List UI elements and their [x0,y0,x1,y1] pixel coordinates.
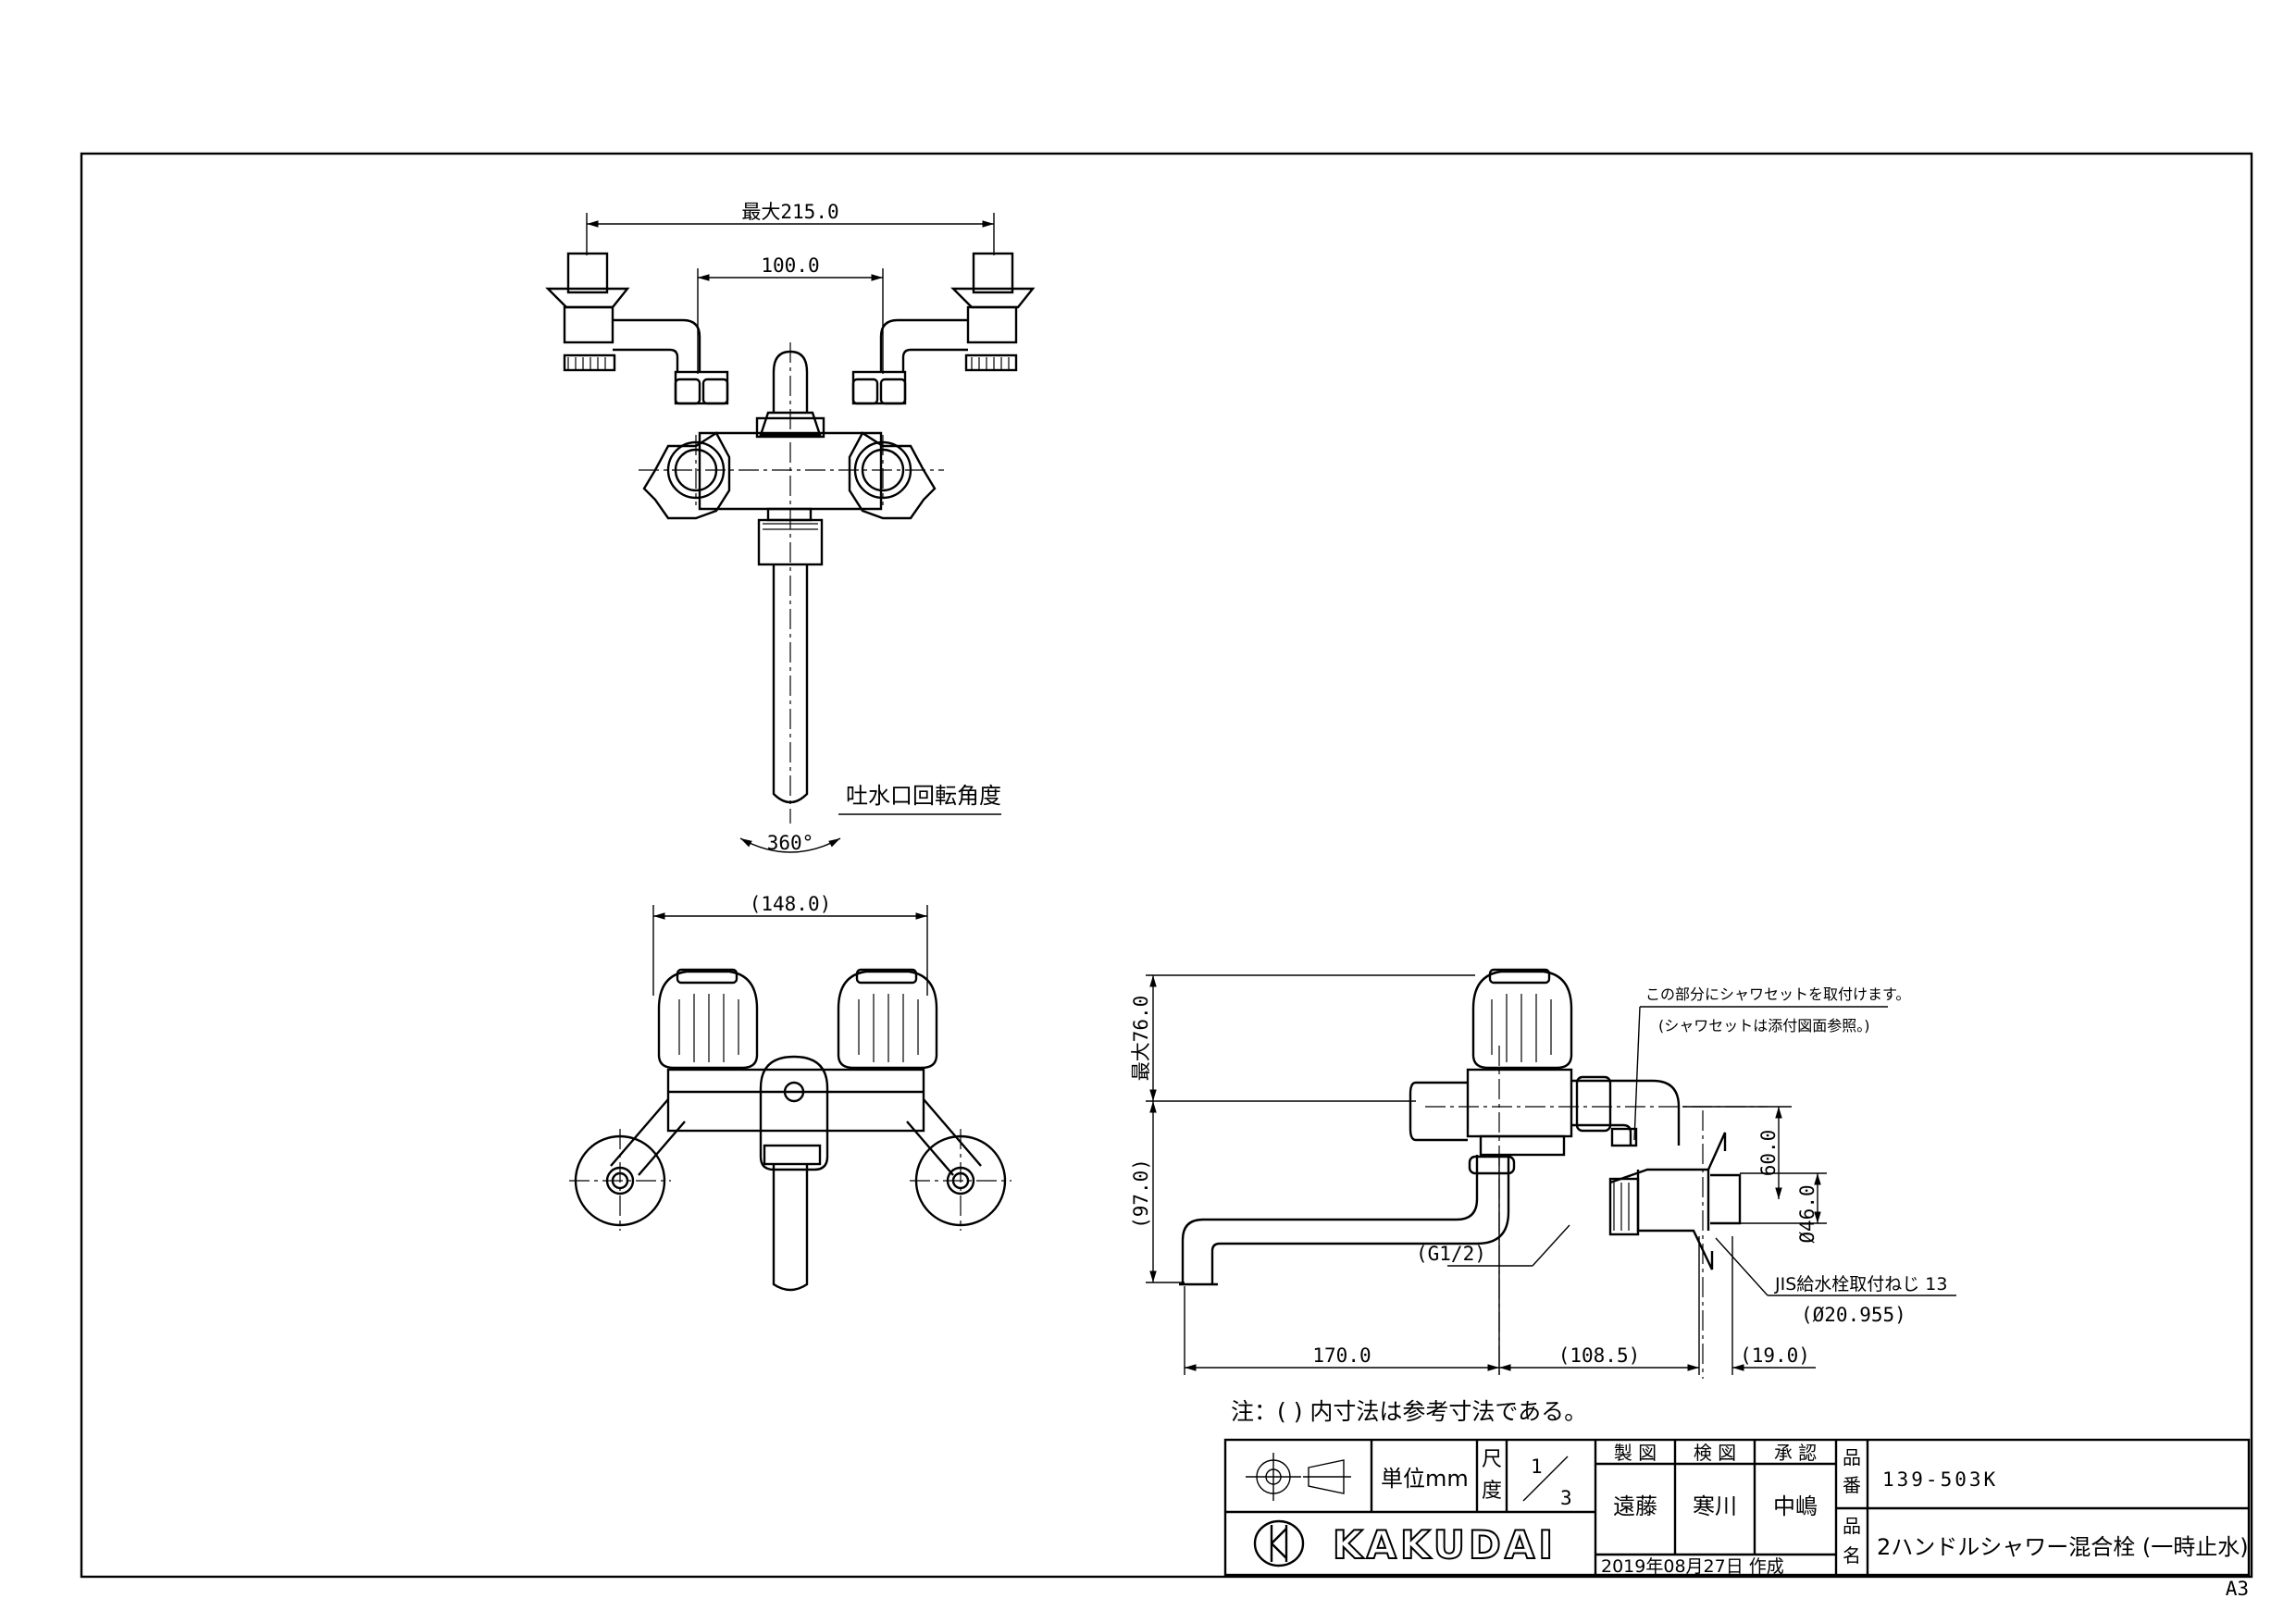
thread-label: (G1/2) [1416,1243,1486,1265]
approved-label: 承 認 [1774,1442,1817,1464]
scale-label-1: 尺 [1482,1448,1502,1471]
sheet-frame [80,152,2253,1579]
side-inlet-diameter-label: Ø46.0 [1796,1184,1818,1243]
title-block: KAKUDAI 単位mm 尺 度 1 3 製 図 検 図 承 認 遠藤 寒川 中… [1223,1438,2251,1577]
front-view: (148.0) [569,893,1011,1292]
part-name: 2ハンドルシャワー混合栓 (一時止水) [1877,1534,2249,1560]
scale-numerator: 1 [1531,1456,1543,1478]
part-no-label-2: 番 [1843,1474,1861,1496]
top-center-width-label: 100.0 [761,254,819,277]
side-height-top-label: 最大76.0 [1130,996,1152,1082]
spout-rotation-label: 吐水口回転角度 [846,783,1001,809]
jis-note-2: (Ø20.955) [1801,1304,1906,1326]
part-no-label-1: 品 [1843,1446,1861,1468]
part-number: 139-503K [1882,1468,1998,1491]
shower-note-2: (シャワセットは添付図面参照。) [1658,1017,1870,1035]
shower-note-1: この部分にシャワセットを取付けます。 [1645,985,1910,1003]
third-angle-projection-icon [1246,1453,1351,1501]
side-inlet-height-label: 60.0 [1757,1130,1780,1177]
scale-label-2: 度 [1482,1480,1502,1503]
part-name-label-2: 名 [1843,1544,1861,1567]
drawing-date: 2019年08月27日 作成 [1601,1556,1784,1577]
side-view: 最大76.0 (97.0) 170.0 (108.5) (19.0) 60.0 … [1130,968,1956,1379]
sheet-size-label: A3 [2226,1578,2249,1600]
side-body-length-label: (108.5) [1558,1344,1641,1367]
spout-rotation-angle: 360° [767,832,814,854]
brand-logo: KAKUDAI [1333,1522,1557,1567]
unit-label: 単位mm [1381,1466,1469,1492]
top-max-width-label: 最大215.0 [741,201,838,223]
reference-dimension-note: 注：( ) 内寸法は参考寸法である。 [1231,1398,1587,1425]
checked-by: 寒川 [1693,1493,1737,1519]
checked-label: 検 図 [1694,1442,1736,1464]
top-view: 最大215.0 100.0 吐水口回転角度 360° [545,201,1036,854]
side-height-bottom-label: (97.0) [1130,1158,1152,1229]
scale-denominator: 3 [1560,1487,1572,1509]
drawn-by: 遠藤 [1613,1493,1657,1519]
front-width-label: (148.0) [750,893,832,915]
approved-by: 中嶋 [1773,1493,1818,1519]
side-inlet-length-label: (19.0) [1740,1344,1810,1367]
side-spout-length-label: 170.0 [1312,1344,1371,1367]
jis-note-1: JIS給水栓取付ねじ 13 [1774,1274,1947,1295]
drawn-label: 製 図 [1614,1442,1657,1464]
part-name-label-1: 品 [1843,1515,1861,1537]
kakudai-logo-icon [1253,1519,1305,1567]
